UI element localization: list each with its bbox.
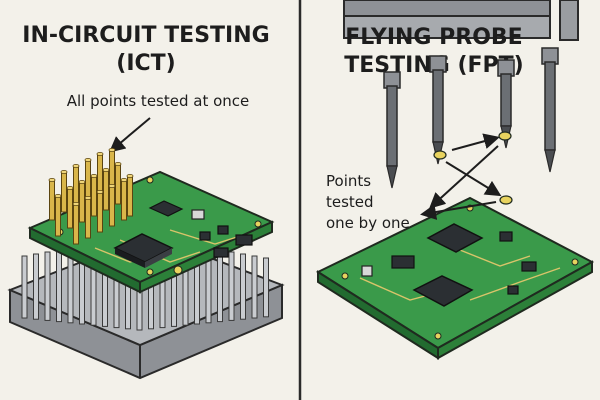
probe-shaft [386, 85, 398, 167]
fixture-rod [228, 251, 235, 321]
test-pin [73, 203, 79, 245]
chip-icon [361, 223, 537, 307]
probe-shaft [544, 61, 556, 151]
test-pin [85, 159, 91, 201]
left-annotation: All points tested at once [67, 92, 250, 110]
test-pin [91, 175, 97, 217]
test-pin-tip [66, 185, 74, 190]
fixture-rod [217, 249, 223, 323]
test-pin [73, 165, 79, 207]
test-point [498, 131, 512, 141]
right-panel: FLYING PROBE TESTING (FPT) [315, 0, 595, 360]
fixture-rod [56, 249, 62, 323]
test-pin [103, 169, 109, 211]
component-small [148, 200, 253, 258]
test-pin [121, 179, 127, 221]
test-pin-tip [90, 173, 98, 178]
test-pin [97, 191, 103, 233]
arrow-icon [445, 161, 502, 197]
test-pin [55, 195, 61, 237]
flying-probes [383, 47, 559, 189]
test-pin-tip [84, 195, 92, 200]
probe-shaft [432, 69, 444, 143]
fixture-rod [33, 253, 39, 320]
test-pin-tip [96, 151, 104, 156]
test-pin [79, 181, 85, 223]
test-pin-tip [72, 163, 80, 168]
test-pin-tip [60, 169, 68, 174]
left-title-line1: IN-CIRCUIT TESTING [22, 23, 269, 48]
probe-tip [386, 165, 398, 189]
test-pin-tip [48, 177, 56, 182]
test-pin-tip [54, 193, 62, 198]
test-pin-tip [126, 173, 134, 178]
left-panel: IN-CIRCUIT TESTING (ICT) All points test… [7, 23, 285, 380]
test-pin-tip [84, 157, 92, 162]
probe-shaft [500, 73, 512, 127]
test-pin-tip [120, 177, 128, 182]
test-pin [115, 163, 121, 205]
right-title-line1: FLYING PROBE [345, 25, 522, 50]
test-point [433, 150, 447, 160]
right-annotation-line2: tested [326, 193, 374, 211]
test-pin [67, 187, 73, 229]
test-pin [61, 171, 67, 213]
probe-tip [544, 149, 556, 173]
arrow-icon [429, 145, 499, 209]
pcb-board-icon [315, 196, 595, 360]
test-pin [49, 179, 55, 221]
right-annotation-line3: one by one [326, 214, 410, 232]
test-pin-tip [96, 189, 104, 194]
test-pin-tip [102, 167, 110, 172]
fixture-rod [44, 251, 51, 321]
probe-fixture-icon [343, 0, 579, 41]
test-pin [97, 153, 103, 195]
fixture-rod [21, 255, 28, 319]
arrow-icon [420, 201, 497, 220]
test-point [499, 195, 513, 205]
left-title-line2: (ICT) [116, 51, 175, 76]
test-pin-tip [114, 161, 122, 166]
test-pin [109, 185, 115, 227]
arrow-icon [451, 133, 500, 151]
test-pin-tip [108, 183, 116, 188]
fixture-rod [251, 255, 258, 319]
pin-array-icon [48, 147, 134, 245]
arrow-icon [108, 117, 151, 153]
right-annotation-line1: Points [326, 172, 371, 190]
test-pin [85, 197, 91, 239]
fixture-rod [263, 257, 269, 318]
test-pin [127, 175, 133, 217]
fixture-rod [240, 253, 246, 320]
chip-icon [113, 233, 174, 268]
test-pin-tip [108, 147, 116, 152]
test-pin-tip [78, 179, 86, 184]
test-pin-tip [72, 201, 80, 206]
